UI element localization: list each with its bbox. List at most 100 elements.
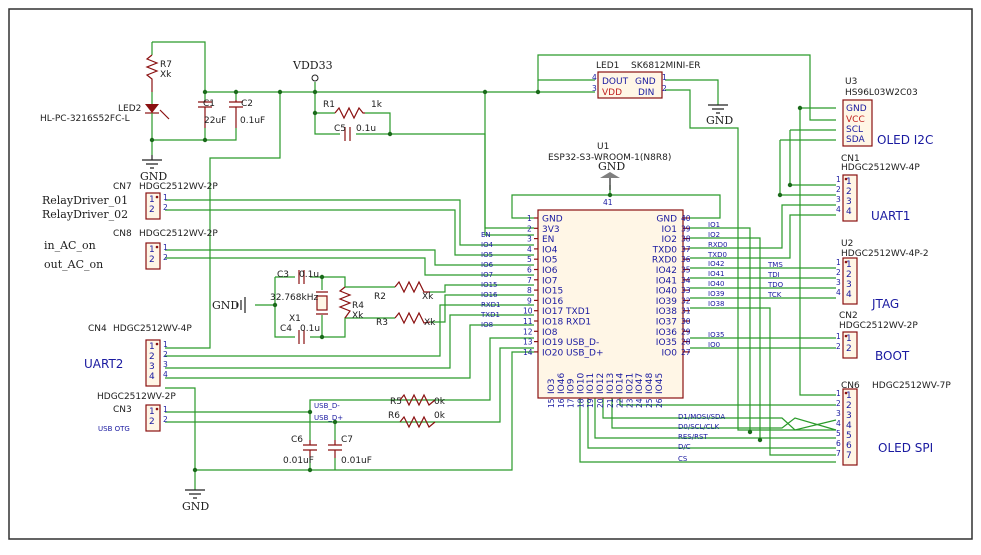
resistor-r3: R3 Xk [376, 311, 436, 328]
signal-in-ac-on: in_AC_on [44, 239, 96, 252]
gnd-symbol-bottom [185, 489, 205, 499]
u1-pin-name: IO2 [662, 235, 677, 245]
cn6-pin-number: 3 [846, 411, 852, 421]
cn6-part: HDGC2512WV-7P [872, 381, 951, 391]
cn6-pin-number: 7 [846, 451, 852, 461]
r4-value: Xk [352, 311, 364, 321]
net-label: IO16 [481, 291, 498, 299]
cn7-body [145, 192, 161, 220]
r1-ref: R1 [323, 100, 335, 110]
u1-pin-number: 31 [681, 307, 691, 316]
led1-symbol: LED1 SK6812MINI-ER DOUT VDD GND DIN 4 3 … [592, 61, 701, 99]
u1-pin-number: 38 [681, 235, 691, 244]
u1-pin-name: IO48 [645, 373, 655, 394]
vdd33-label: VDD33 [292, 59, 333, 72]
u1-pin-number: 10 [523, 307, 533, 316]
led1-part: SK6812MINI-ER [631, 61, 701, 71]
cn4-body [145, 339, 161, 387]
net-label: IO38 [708, 300, 724, 308]
net-label: IO2 [708, 231, 720, 239]
net-label: D/C [678, 443, 691, 451]
cn2-part: HDGC2512WV-2P [839, 321, 918, 331]
net-label: IO7 [481, 271, 493, 279]
u1-pin-name: IO3 [547, 379, 557, 394]
u1-pin-name: 3V3 [542, 225, 560, 235]
u1-pin-number: 40 [681, 214, 691, 223]
cn8-pin-number: 2 [149, 255, 155, 265]
net-label: IO41 [708, 270, 724, 278]
u1-pin-number: 18 [576, 398, 585, 408]
net-label: EN [481, 231, 491, 239]
cn8-pin-number: 1 [149, 245, 155, 255]
r2-value: Xk [422, 292, 434, 302]
u1-pin-number: 34 [681, 276, 691, 285]
cn6-body [842, 388, 858, 466]
cn6-pin-number-outer: 1 [836, 389, 841, 398]
led1-pin-vdd: VDD [602, 88, 622, 98]
u1-pin-number: 33 [681, 286, 691, 295]
u1-pin-number: 32 [681, 296, 691, 305]
cn7-pin-number-outer: 1 [163, 193, 168, 202]
u1-pin-name: IO12 [596, 373, 606, 394]
u1-pin-number: 21 [606, 398, 615, 408]
gnd-label-crystal: GND [212, 299, 239, 312]
u2-pin1-marker [844, 260, 848, 264]
resistor-r4: R4 Xk [338, 286, 364, 321]
c7-ref: C7 [341, 435, 353, 445]
u1-part: ESP32-S3-WROOM-1(N8R8) [548, 153, 671, 163]
u1-pin-number: 20 [596, 398, 605, 408]
capacitor-c1: C1 22uF [198, 99, 226, 128]
cn8-pin-number-outer: 2 [163, 253, 168, 262]
u2-pin-number: 1 [846, 260, 852, 270]
cn4-pin-number: 3 [149, 362, 155, 372]
net-label: TDI [767, 271, 780, 279]
cn1-pin-number-outer: 4 [836, 205, 841, 214]
u3-ref: U3 [845, 77, 857, 87]
u1-pin-number: 4 [527, 245, 532, 254]
u3-pin-scl: SCL [846, 125, 863, 135]
led1-pin-gnd: GND [635, 77, 656, 87]
r1-value: 1k [371, 100, 383, 110]
u2-pin-number-outer: 4 [836, 288, 841, 297]
u3-pin-sda: SDA [846, 135, 865, 145]
u2-pin-number: 2 [846, 270, 852, 280]
capacitor-c3: C3 0.1u [277, 270, 319, 284]
u2-pin-number: 4 [846, 290, 852, 300]
x1-value: 32.768kHz [270, 293, 318, 303]
net-label: IO42 [708, 260, 724, 268]
u1-pin-name: IO14 [616, 373, 626, 394]
net-label: D1/MOSI/SDA [678, 413, 725, 421]
cn6-pin-number-outer: 5 [836, 429, 841, 438]
cn2-ref: CN2 [839, 311, 858, 321]
u1-pin-name: IO38 [656, 307, 677, 317]
u1-pin-number: 8 [527, 286, 532, 295]
u1-pin-name: IO20 USB_D+ [542, 348, 604, 358]
cn2-pin-number: 2 [846, 344, 852, 354]
c2-value: 0.1uF [240, 116, 265, 126]
group-label-jtag: JTAG [871, 297, 899, 311]
cn1-pin-number-outer: 3 [836, 195, 841, 204]
u2-pin-number-outer: 3 [836, 278, 841, 287]
u1-pin-name: IO6 [542, 266, 558, 276]
u1-pin-number: 16 [557, 398, 566, 408]
u1-pin-number: 15 [547, 398, 556, 408]
cn4-pin-number: 4 [149, 372, 155, 382]
u1-pin-name: IO18 RXD1 [542, 318, 591, 328]
led1-pinnum-1: 1 [662, 73, 667, 82]
cn3-pin-number: 2 [149, 417, 155, 427]
gnd-label-led2: GND [140, 170, 167, 183]
net-label: CS [678, 455, 688, 463]
u1-pin-name: IO35 [656, 338, 677, 348]
u1-pin-number: 35 [681, 266, 691, 275]
cn8-ref: CN8 [113, 229, 132, 239]
u1-pin-name: IO39 [656, 297, 677, 307]
cn1-body [842, 174, 858, 222]
cn1-pin1-marker [844, 177, 848, 181]
u1-pin-41: 41 [603, 198, 613, 207]
